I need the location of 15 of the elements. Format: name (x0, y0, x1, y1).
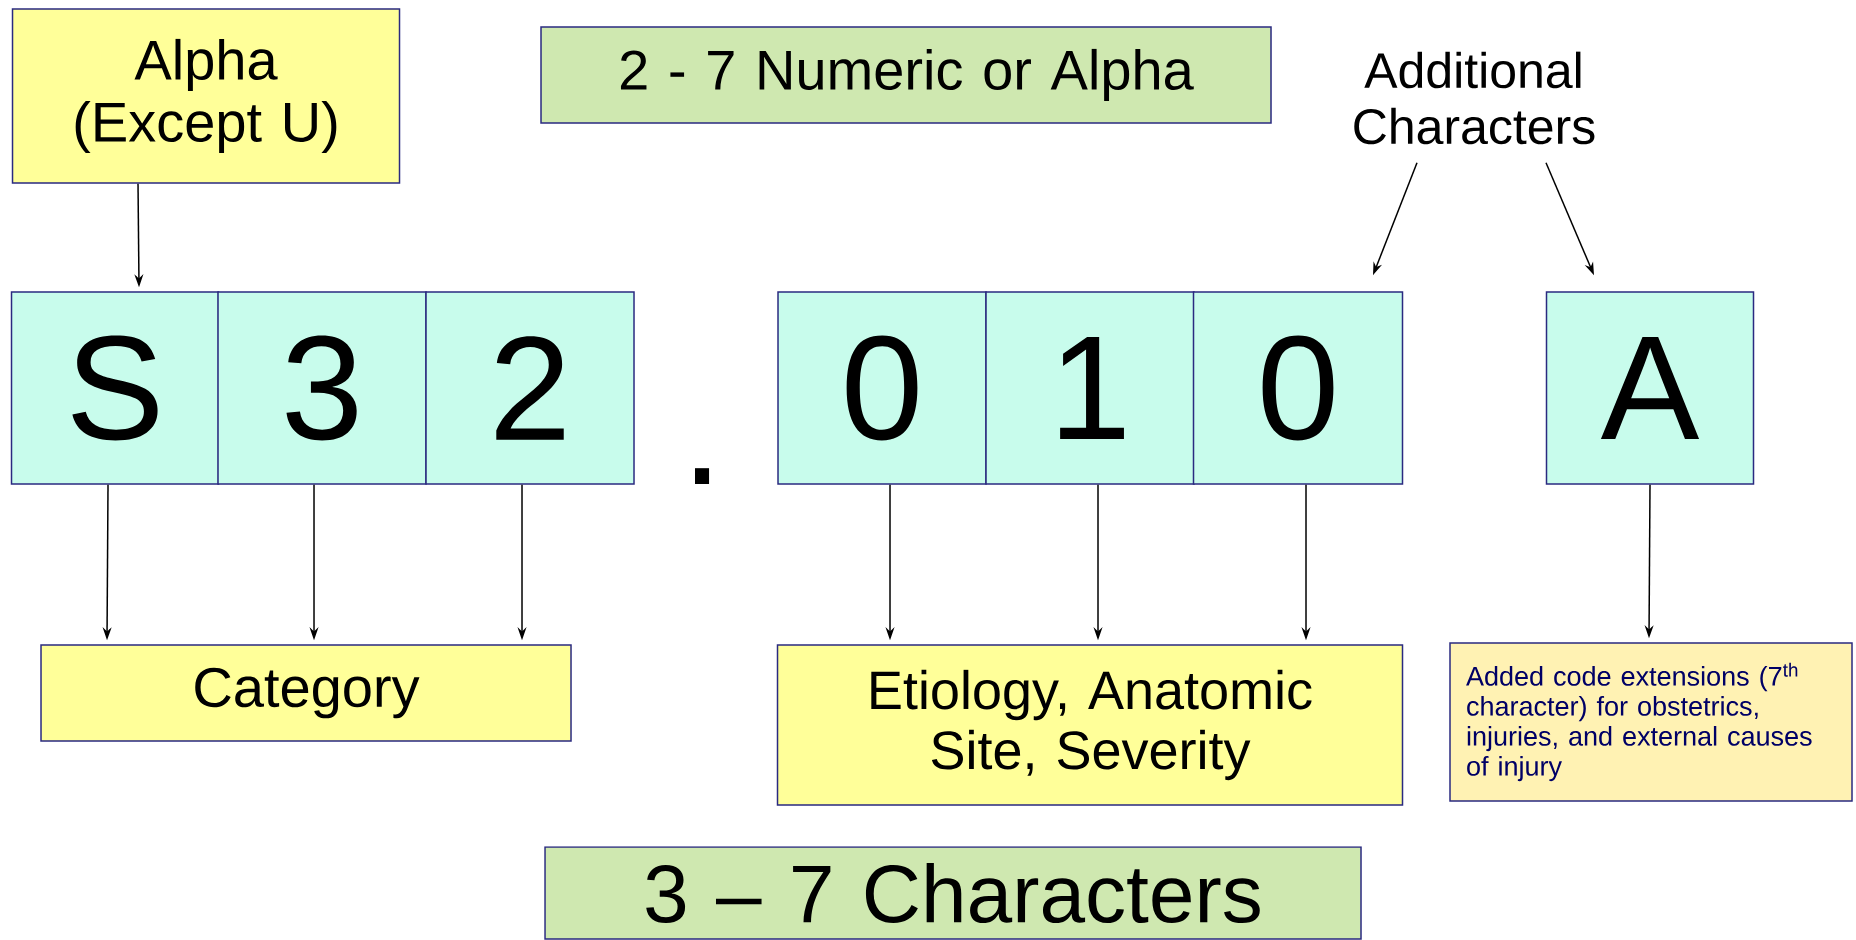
callout-text: Additional Characters (1354, 51, 1595, 145)
description-box: Etiology, Anatomic Site, Severity (776, 644, 1404, 806)
character-box: 2 (425, 291, 635, 485)
character-box: 0 (777, 291, 987, 485)
character-box: 0 (1192, 291, 1404, 485)
description-box: Category (40, 644, 572, 742)
character-box: 3 (217, 291, 427, 485)
character-box: 1 (985, 291, 1195, 485)
label-box: Alpha (Except U) (11, 8, 401, 184)
separator-dot: . (694, 468, 710, 484)
character-box: S (10, 291, 220, 485)
label-box: 2 - 7 Numeric or Alpha (540, 26, 1272, 124)
title-box: 3 – 7 Characters (544, 846, 1362, 940)
note-box: Added code extensions (7$^{th}$ character) for obstetrics, injuries, and external causes of injury (1449, 642, 1853, 802)
character-box: A (1545, 291, 1755, 485)
